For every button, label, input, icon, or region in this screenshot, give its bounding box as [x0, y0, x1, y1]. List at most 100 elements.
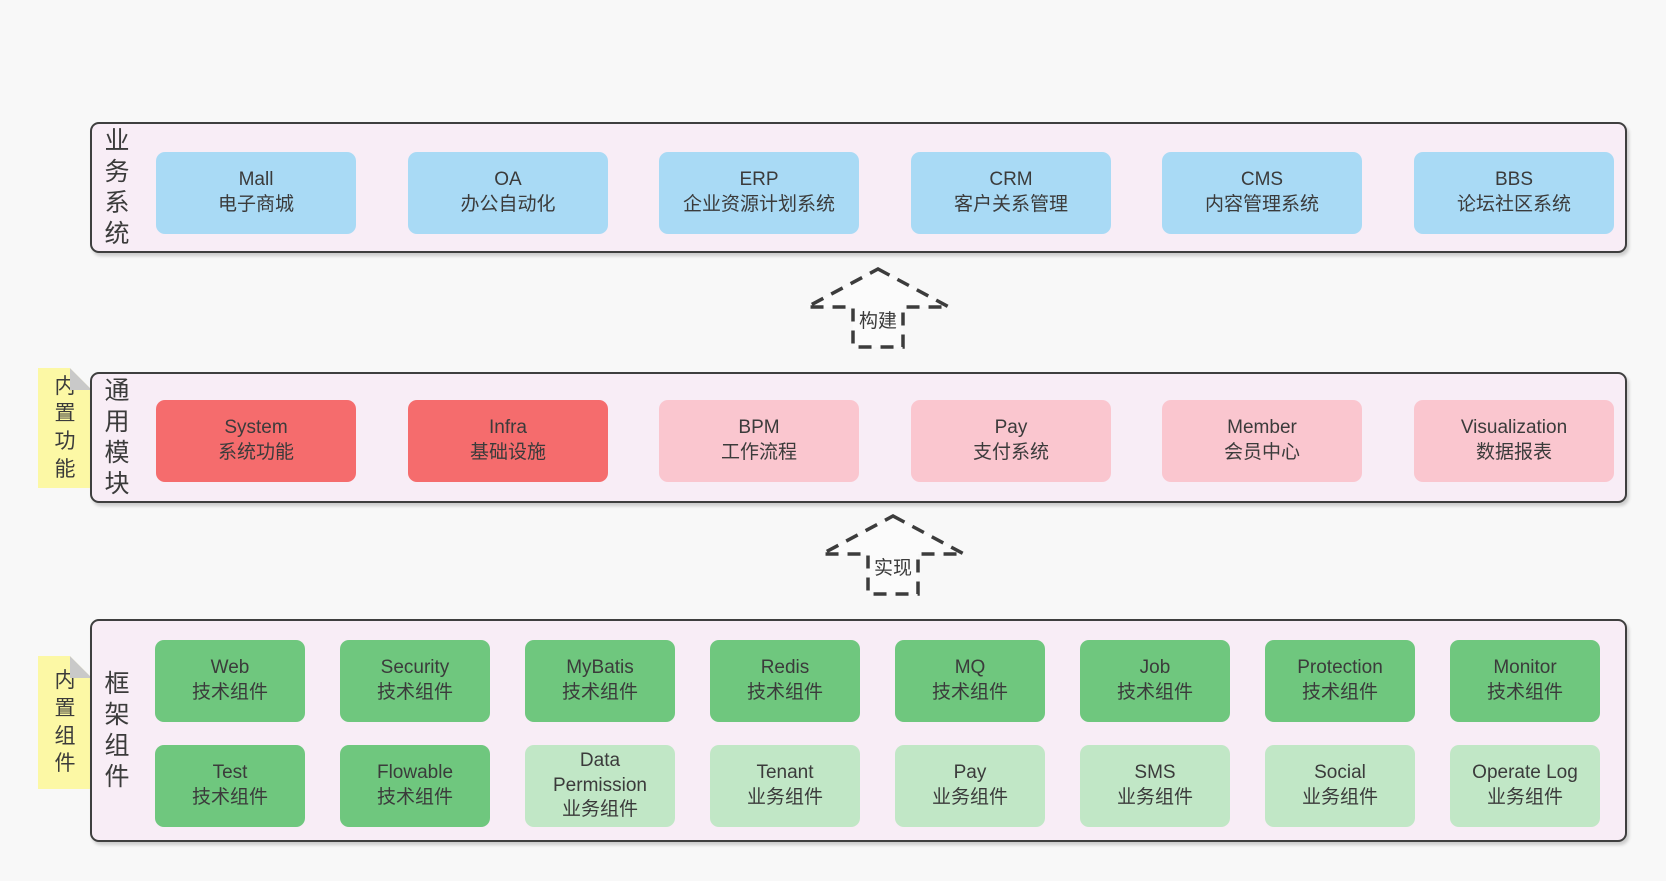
box-title: ERP [739, 169, 779, 191]
box-subtitle: 业务组件 [931, 787, 1008, 808]
box-subtitle: 技术组件 [191, 787, 268, 808]
box-mq: MQ 技术组件 [895, 640, 1045, 722]
box-subtitle: 数据报表 [1475, 442, 1552, 463]
box-subtitle: 会员中心 [1223, 442, 1300, 463]
section-business-systems: 业务系统 Mall 电子商城 OA 办公自动化 ERP 企业资源计划系统 CRM… [90, 122, 1627, 253]
box-mybatis: MyBatis 技术组件 [525, 640, 675, 722]
box-monitor: Monitor 技术组件 [1450, 640, 1600, 722]
box-social: Social 业务组件 [1265, 745, 1415, 827]
box-subtitle: 内容管理系统 [1204, 194, 1319, 215]
box-subtitle: 技术组件 [191, 682, 268, 703]
box-redis: Redis 技术组件 [710, 640, 860, 722]
box-title: Visualization [1460, 417, 1568, 439]
box-security: Security 技术组件 [340, 640, 490, 722]
box-title: Mall [238, 169, 274, 191]
box-protection: Protection 技术组件 [1265, 640, 1415, 722]
box-subtitle: 系统功能 [217, 442, 294, 463]
box-title: Protection [1297, 657, 1383, 679]
box-member: Member 会员中心 [1162, 400, 1362, 482]
box-title: Monitor [1493, 657, 1557, 679]
box-title: Pay [994, 417, 1028, 439]
box-bpm: BPM 工作流程 [659, 400, 859, 482]
box-title: CMS [1240, 169, 1284, 191]
box-subtitle: 技术组件 [1116, 682, 1193, 703]
box-title: Infra [488, 417, 528, 439]
box-cms: CMS 内容管理系统 [1162, 152, 1362, 234]
box-subtitle: 技术组件 [746, 682, 823, 703]
box-infra: Infra 基础设施 [408, 400, 608, 482]
box-title: Pay [953, 762, 987, 784]
box-operate-log: Operate Log 业务组件 [1450, 745, 1600, 827]
section-label-framework-components: 框架组件 [100, 621, 134, 840]
box-pay-biz: Pay 业务组件 [895, 745, 1045, 827]
section-label-text: 业务系统 [104, 126, 130, 248]
box-bbs: BBS 论坛社区系统 [1414, 152, 1614, 234]
box-system: System 系统功能 [156, 400, 356, 482]
arrow-label: 实现 [870, 557, 916, 581]
box-erp: ERP 企业资源计划系统 [659, 152, 859, 234]
sticky-note-builtin-components: 内置组件 [38, 656, 92, 789]
box-pay: Pay 支付系统 [911, 400, 1111, 482]
box-subtitle: 支付系统 [972, 442, 1049, 463]
box-subtitle: 技术组件 [376, 787, 453, 808]
box-title: CRM [989, 169, 1033, 191]
box-mall: Mall 电子商城 [156, 152, 356, 234]
box-title: MQ [954, 657, 986, 679]
box-title: MyBatis [566, 657, 634, 679]
box-subtitle: 技术组件 [376, 682, 453, 703]
box-title: System [224, 417, 288, 439]
box-subtitle: 电子商城 [217, 194, 294, 215]
box-subtitle: 基础设施 [469, 442, 546, 463]
box-subtitle: 业务组件 [1116, 787, 1193, 808]
box-subtitle: 办公自动化 [460, 194, 556, 215]
box-job: Job 技术组件 [1080, 640, 1230, 722]
section-label-text: 通用模块 [104, 376, 130, 498]
box-title: Web [210, 657, 250, 679]
box-title: Data Permission [553, 749, 647, 796]
box-web: Web 技术组件 [155, 640, 305, 722]
box-title: SMS [1134, 762, 1176, 784]
box-subtitle: 技术组件 [931, 682, 1008, 703]
up-arrow-build: 构建 [798, 266, 958, 350]
section-label-common-modules: 通用模块 [100, 374, 134, 501]
box-visualization: Visualization 数据报表 [1414, 400, 1614, 482]
box-title: Social [1314, 762, 1366, 784]
box-title: Operate Log [1472, 762, 1578, 784]
box-title: Test [212, 762, 248, 784]
box-title: Member [1227, 417, 1297, 439]
box-tenant: Tenant 业务组件 [710, 745, 860, 827]
box-flowable: Flowable 技术组件 [340, 745, 490, 827]
box-subtitle: 工作流程 [720, 442, 797, 463]
sticky-note-builtin-features: 内置功能 [38, 368, 92, 488]
section-label-text: 框架组件 [104, 669, 130, 791]
box-title: Job [1139, 657, 1171, 679]
box-subtitle: 技术组件 [1486, 682, 1563, 703]
folded-corner-icon [70, 656, 92, 678]
box-oa: OA 办公自动化 [408, 152, 608, 234]
box-subtitle: 论坛社区系统 [1456, 194, 1571, 215]
box-title: BBS [1494, 169, 1534, 191]
box-subtitle: 技术组件 [1301, 682, 1378, 703]
section-common-modules: 通用模块 System 系统功能 Infra 基础设施 BPM 工作流程 Pay… [90, 372, 1627, 503]
up-arrow-outline [821, 514, 965, 596]
box-title: Flowable [376, 762, 454, 784]
up-arrow-outline [806, 267, 950, 349]
note-text: 内置功能 [54, 374, 76, 481]
box-subtitle: 业务组件 [561, 799, 638, 821]
box-subtitle: 客户关系管理 [953, 194, 1068, 215]
arrow-label: 构建 [855, 310, 901, 334]
box-subtitle: 业务组件 [1486, 787, 1563, 808]
box-title: BPM [738, 417, 780, 439]
box-subtitle: 技术组件 [561, 682, 638, 703]
folded-corner-icon [70, 368, 92, 390]
box-title: Security [380, 657, 450, 679]
box-subtitle: 业务组件 [1301, 787, 1378, 808]
section-label-business-systems: 业务系统 [100, 124, 134, 251]
box-title: Tenant [756, 762, 814, 784]
box-subtitle: 业务组件 [746, 787, 823, 808]
box-title: Redis [760, 657, 810, 679]
up-arrow-implement: 实现 [813, 513, 973, 597]
box-test: Test 技术组件 [155, 745, 305, 827]
box-subtitle: 企业资源计划系统 [682, 194, 835, 215]
